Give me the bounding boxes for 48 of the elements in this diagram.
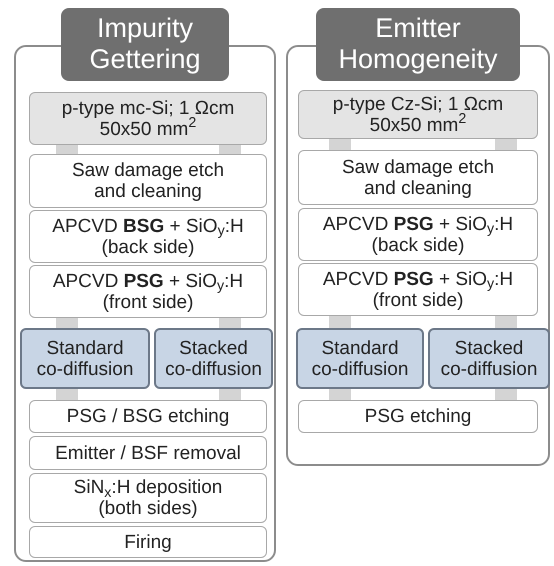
process-box	[29, 436, 267, 470]
step-text: Stacked co-diffusion	[164, 338, 263, 380]
connector-bar	[56, 318, 78, 328]
connector-bar	[495, 389, 517, 400]
step-text: APCVD PSG + SiO$_{y}$:H (front side)	[322, 268, 514, 310]
process-box	[298, 208, 538, 261]
process-box	[29, 154, 267, 208]
process-box	[29, 210, 267, 263]
process-box	[29, 265, 267, 318]
step-text: Saw damage etch and cleaning	[70, 160, 226, 202]
step-text: Stacked co-diffusion	[440, 338, 538, 380]
panel-title: Impurity Gettering	[61, 8, 229, 81]
connector-bar	[219, 145, 241, 154]
step-text: Emitter / BSF removal	[55, 442, 241, 464]
wafer-box	[298, 90, 538, 139]
process-box	[29, 473, 267, 523]
diffusion-box	[428, 328, 550, 389]
connector-bar	[329, 316, 351, 328]
step-text: APCVD BSG + SiO$_{y}$:H (back side)	[51, 216, 245, 258]
panel-title: Emitter Homogeneity	[316, 8, 520, 81]
process-box	[298, 150, 538, 205]
step-text: p-type Cz-Si; 1 Ωcm 50x50 mm$^{2}$	[332, 94, 504, 136]
step-text: Saw damage etch and cleaning	[340, 156, 496, 198]
connector-bar	[329, 139, 351, 150]
connector-bar	[56, 145, 78, 154]
wafer-box	[29, 92, 267, 145]
step-text: PSG / BSG etching	[66, 406, 230, 427]
diffusion-box	[20, 328, 150, 389]
process-box	[298, 263, 538, 316]
connector-bar	[495, 139, 517, 150]
step-text: Standard co-diffusion	[310, 338, 410, 380]
process-box	[29, 400, 267, 433]
connector-bar	[219, 318, 241, 328]
step-text: SiN$_{x}$:H deposition (both sides)	[72, 477, 224, 519]
connector-bar	[495, 316, 517, 328]
process-box	[298, 400, 538, 433]
step-text: p-type mc-Si; 1 Ωcm 50x50 mm$^{2}$	[60, 98, 236, 140]
step-text: APCVD PSG + SiO$_{y}$:H (front side)	[52, 270, 244, 312]
diffusion-box	[154, 328, 273, 389]
connector-bar	[329, 389, 351, 400]
step-text: Firing	[124, 532, 172, 552]
step-text: Standard co-diffusion	[36, 338, 134, 380]
connector-bar	[56, 389, 78, 400]
step-text: APCVD PSG + SiO$_{y}$:H (back side)	[322, 214, 514, 256]
diffusion-box	[296, 328, 424, 389]
step-text: PSG etching	[364, 406, 472, 427]
connector-bar	[219, 389, 241, 400]
process-box	[29, 526, 267, 558]
